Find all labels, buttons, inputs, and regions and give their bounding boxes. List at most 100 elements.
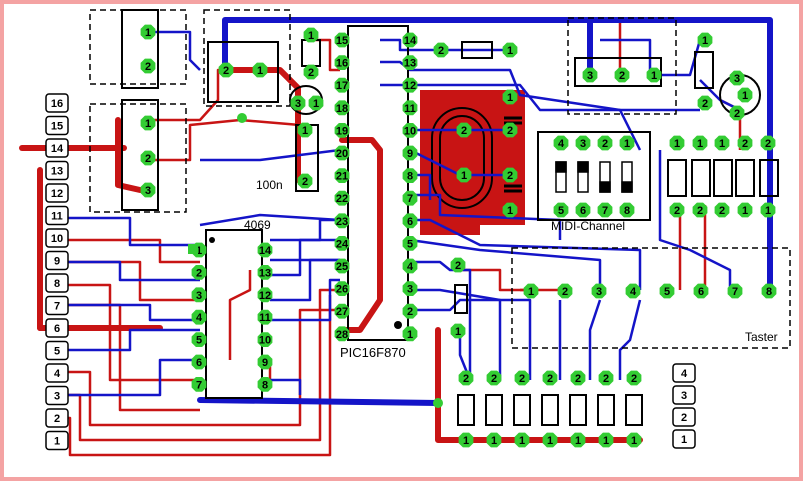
resistor-4-pad-bottom-label: 1 bbox=[547, 435, 553, 447]
mcu-pin-28: 28 bbox=[334, 326, 350, 342]
crystal-pin-1: 1 bbox=[456, 167, 472, 183]
regulator-pin-3: 3 bbox=[290, 95, 306, 111]
jumper-b-pin-1: 1 bbox=[140, 115, 156, 131]
mcu-pin-28-label: 28 bbox=[336, 329, 348, 341]
res-bank-b-pin-1: 1 bbox=[692, 135, 708, 151]
mcu-pin-1-label: 1 bbox=[407, 329, 413, 341]
crystal-outline bbox=[431, 107, 493, 209]
cap-c1-pin-1: 1 bbox=[502, 89, 518, 105]
ic4069-pin-1-label: 1 bbox=[196, 245, 202, 257]
crystal-pin-2-label: 2 bbox=[461, 125, 467, 137]
mcu-pin-4: 4 bbox=[402, 258, 418, 274]
resistor-2-pad-top: 2 bbox=[486, 370, 502, 386]
mcu-pin-24: 24 bbox=[334, 236, 350, 251]
taster-pin-5-label: 5 bbox=[664, 286, 670, 298]
jumper-b-pin-1-label: 1 bbox=[145, 118, 151, 130]
mcu-pin-27-label: 27 bbox=[336, 306, 348, 318]
mcu-pin-7: 7 bbox=[402, 190, 418, 206]
jumper-b-pin-2: 2 bbox=[140, 150, 156, 166]
resistor-7-pad-top: 2 bbox=[626, 370, 642, 386]
connector-left-pin-6: 6 bbox=[45, 318, 69, 338]
connector-left-pin-10: 10 bbox=[45, 228, 69, 248]
connector-left-pin-8: 8 bbox=[45, 273, 69, 293]
connector-left-pin-1: 1 bbox=[45, 430, 69, 451]
mcu-pin-12: 12 bbox=[402, 77, 418, 93]
mcu-pin-13: 13 bbox=[402, 55, 418, 70]
connector-left-pin-13-label: 13 bbox=[51, 166, 63, 178]
mcu-pin-18: 18 bbox=[334, 100, 350, 116]
midi-top-pin-2: 2 bbox=[597, 135, 613, 151]
connector-right-pin-3: 3 bbox=[672, 385, 696, 405]
connector-left-pin-4: 4 bbox=[45, 363, 69, 383]
mcu-pin-13-label: 13 bbox=[404, 58, 416, 70]
connector-left-pin-3: 3 bbox=[45, 385, 69, 406]
resistor-5-pad-top-label: 2 bbox=[575, 373, 581, 385]
ic4069-pin-11-label: 11 bbox=[259, 312, 271, 324]
connector-right-pin-2-label: 2 bbox=[681, 412, 687, 424]
resistor-3-pad-top-label: 2 bbox=[519, 373, 525, 385]
mcu-pin-10: 10 bbox=[402, 123, 418, 138]
connector-left-pin-2: 2 bbox=[45, 408, 69, 428]
resistor-r1-pin-2-label: 2 bbox=[438, 45, 444, 57]
resistor-top-pin-2: 2 bbox=[303, 64, 319, 80]
resistor-r3-pin-2-label: 2 bbox=[455, 260, 461, 272]
resistor-6-pad-top: 2 bbox=[598, 370, 614, 386]
midi-jack-pin-1: 1 bbox=[737, 87, 753, 103]
mcu-pin-14-label: 14 bbox=[404, 35, 417, 47]
led-pin-1: 1 bbox=[646, 67, 662, 83]
via-1 bbox=[237, 113, 247, 123]
resistor-4-pad-top-label: 2 bbox=[547, 373, 553, 385]
mcu-pin-5-label: 5 bbox=[407, 238, 413, 250]
connector-left-pin-4-label: 4 bbox=[54, 368, 61, 380]
mcu-pin-18-label: 18 bbox=[336, 103, 348, 115]
cap-c2-pin-1: 1 bbox=[502, 202, 518, 218]
regulator-pin-1: 1 bbox=[308, 95, 324, 111]
res-bank-b-pin-1-label: 1 bbox=[697, 138, 703, 150]
mcu-pin-6-label: 6 bbox=[407, 216, 413, 228]
midi-channel-label: MIDI-Channel bbox=[551, 219, 625, 233]
cap-c1-pin-1-label: 1 bbox=[507, 92, 513, 104]
crystal-pin-1-label: 1 bbox=[461, 170, 467, 182]
resistor-5-pad-bottom: 1 bbox=[570, 432, 586, 448]
mcu-pin-25: 25 bbox=[334, 258, 350, 274]
mcu-pin-20-label: 20 bbox=[336, 148, 348, 160]
ic4069-pin-3-label: 3 bbox=[196, 290, 202, 302]
connector-right-pin-4-label: 4 bbox=[681, 368, 688, 380]
mcu-pin-21-label: 21 bbox=[336, 171, 348, 183]
mcu-pin-19: 19 bbox=[334, 123, 350, 138]
midi-top-pin-3-label: 3 bbox=[580, 138, 586, 150]
mcu-pin-6: 6 bbox=[402, 213, 418, 229]
mcu-pin-22-label: 22 bbox=[336, 193, 348, 205]
taster-pin-6-label: 6 bbox=[698, 286, 704, 298]
mcu-pin-26: 26 bbox=[334, 281, 350, 296]
cap-100n-pin-2-label: 2 bbox=[302, 176, 308, 188]
jumper-b-pin-3: 3 bbox=[140, 182, 156, 198]
res-bank-c-pin-1: 1 bbox=[714, 135, 730, 151]
midi-bottom-pin-7-label: 7 bbox=[602, 205, 608, 217]
res-bank-c-pin-2: 2 bbox=[714, 202, 730, 218]
mcu-pin-15-label: 15 bbox=[336, 35, 348, 47]
taster-pin-6: 6 bbox=[693, 283, 709, 299]
connector-left-pin-16-label: 16 bbox=[51, 98, 63, 110]
led-pin-1-label: 1 bbox=[651, 70, 657, 82]
taster-pin-2-label: 2 bbox=[562, 286, 568, 298]
connector-right-pin-1: 1 bbox=[672, 429, 696, 449]
mcu-pin-27: 27 bbox=[334, 303, 350, 319]
mcu-pin-5: 5 bbox=[402, 236, 418, 251]
connector-right-pin-3-label: 3 bbox=[681, 390, 687, 402]
resistor-r1-pin-2: 2 bbox=[433, 42, 449, 58]
midi-top-pin-1-label: 1 bbox=[624, 138, 630, 150]
mcu-pin-10-label: 10 bbox=[404, 125, 416, 137]
resistor-3-pad-bottom: 1 bbox=[514, 432, 530, 448]
resistor-r3-pin-1-label: 1 bbox=[455, 326, 461, 338]
resistor-6-pad-top-label: 2 bbox=[603, 373, 609, 385]
res-bank-d-pin-2-label: 2 bbox=[742, 138, 748, 150]
ic4069-pin-6-label: 6 bbox=[196, 357, 202, 369]
midi-top-pin-3: 3 bbox=[575, 135, 591, 151]
resistor-r1-pin-1-label: 1 bbox=[507, 45, 513, 57]
regulator-pin-1-label: 1 bbox=[313, 98, 319, 110]
resistor-2-pad-bottom-label: 1 bbox=[491, 435, 497, 447]
capacitor-label: 100n bbox=[256, 178, 283, 192]
mcu-pin-11: 11 bbox=[402, 100, 418, 116]
